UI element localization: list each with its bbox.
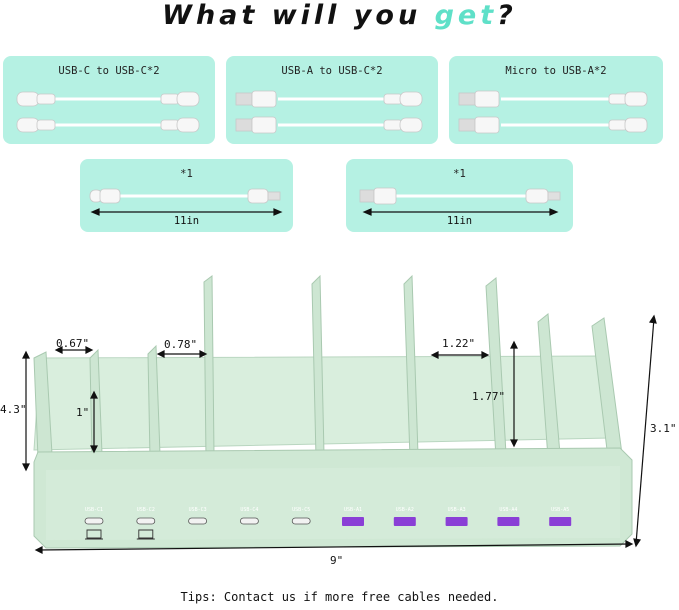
usb-a-port-icon [342, 517, 364, 526]
usb-c-to-lightning-cable-icon [89, 188, 283, 216]
usb-a-port-icon [445, 517, 468, 526]
cable-panel-usba-usbc: USB-A to USB-C*2 [226, 56, 438, 144]
slot-large-label: 1.22" [442, 337, 475, 350]
port-label: USB-C5 [292, 507, 310, 513]
usb-a-port-icon [393, 517, 416, 526]
laptop-icon [85, 529, 103, 540]
usb-a-to-usb-c-cables-icon [235, 90, 423, 134]
port-label: USB-A4 [499, 507, 517, 513]
cable-panel-label: Micro to USB-A*2 [505, 65, 607, 77]
title-tail: ? [497, 0, 517, 31]
page-title: What will you get? [0, 0, 679, 34]
cable-panel-label: USB-C to USB-C*2 [58, 65, 160, 77]
laptop-icon [136, 529, 155, 540]
usb-c-port-icon [239, 517, 259, 525]
cable-panel-label: USB-A to USB-C*2 [281, 65, 383, 77]
ports-group: USB-C1 USB-C2 USB-C3 USB-C4 USB-C5 USB-A1 USB-… [84, 507, 572, 540]
slot-small-label: 0.67" [56, 337, 89, 350]
divider-height-label: 1" [76, 406, 89, 419]
title-lead: What will you [162, 0, 435, 31]
charging-station-illustration: USB-C1 USB-C2 USB-C3 USB-C4 USB-C5 USB-A1 USB-… [0, 274, 677, 567]
usb-c-port-icon [291, 517, 311, 525]
cable-panel-label: *1 [180, 168, 193, 180]
cable-length-label: 11in [173, 215, 200, 227]
usb-c-to-usb-c-cables-icon [16, 91, 200, 133]
port-label: USB-C3 [189, 507, 207, 513]
port-label: USB-C1 [85, 507, 103, 513]
cable-panel-usbc-lightning: *1 11in [80, 159, 293, 232]
tips-text: Tips: Contact us if more free cables nee… [180, 590, 499, 604]
usb-a-port-icon [549, 517, 572, 526]
usb-a-to-lightning-cable-icon [359, 187, 561, 216]
micro-to-usb-a-cables-icon [458, 90, 648, 134]
usb-a-port-icon [497, 517, 520, 526]
width-label: 9" [330, 554, 343, 567]
cable-length-label: 11in [446, 215, 473, 227]
cable-panel-usbc-usbc: USB-C to USB-C*2 [3, 56, 215, 144]
port-label: USB-C2 [137, 507, 155, 513]
port-label: USB-A2 [396, 507, 414, 513]
cable-panel-micro-usba: Micro to USB-A*2 [449, 56, 663, 144]
port-label: USB-A1 [344, 507, 362, 513]
cable-panel-label: *1 [453, 168, 466, 180]
cable-panel-usba-lightning: *1 11in [346, 159, 573, 232]
port-label: USB-A3 [448, 507, 466, 513]
port-label: USB-C4 [240, 507, 258, 513]
usb-c-port-icon [136, 517, 156, 525]
port-label: USB-A5 [551, 507, 569, 513]
usb-c-port-icon [84, 517, 104, 525]
divider-height-large-label: 1.77" [472, 390, 505, 403]
slot-medium-label: 0.78" [164, 338, 197, 351]
left-height-label: 4.3" [0, 403, 27, 416]
usb-c-port-icon [188, 517, 208, 525]
right-height-label: 3.1" [650, 422, 677, 435]
title-accent: get [434, 0, 498, 31]
